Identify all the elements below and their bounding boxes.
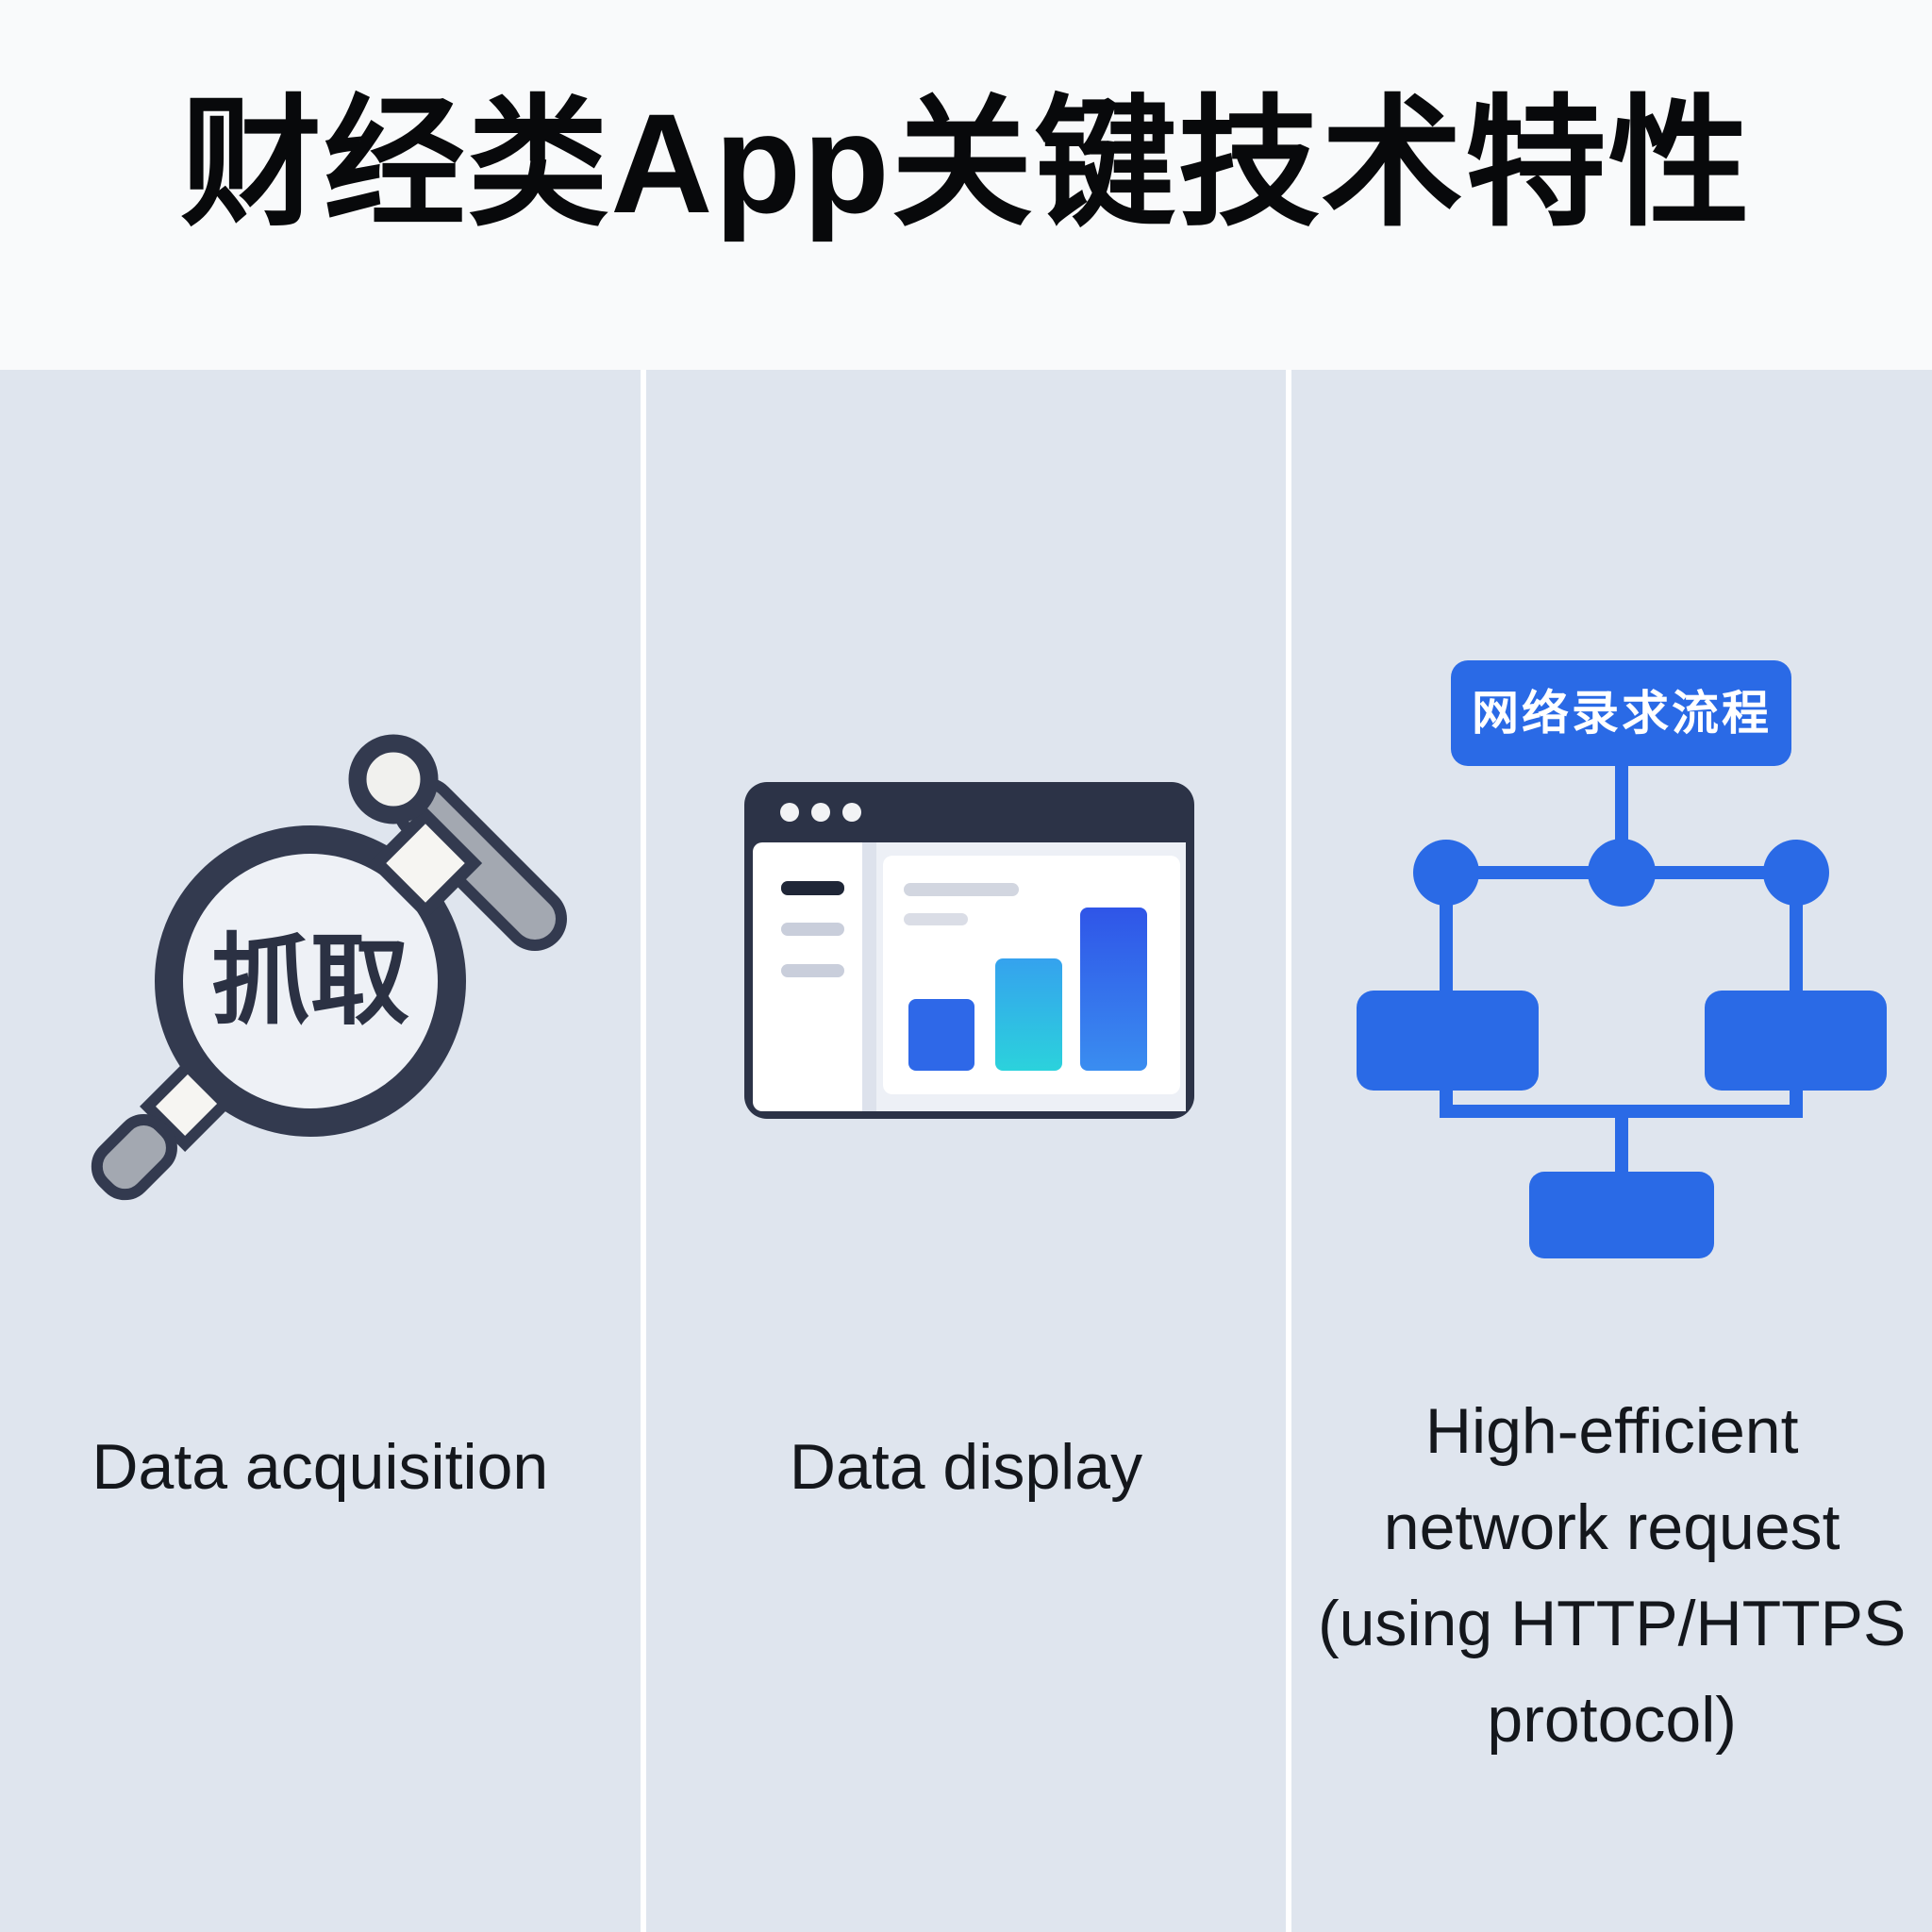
browser-chart-icon	[744, 782, 1194, 1119]
flow-box-left	[1356, 991, 1539, 1091]
sidebar-bar	[781, 964, 844, 977]
label-line-4: protocol)	[1487, 1684, 1737, 1756]
window-dot	[780, 803, 799, 822]
flow-box-right	[1704, 991, 1887, 1091]
magnifier-lens	[155, 825, 467, 1137]
chart-bar-small	[908, 999, 974, 1071]
flow-node-circle-center	[1587, 839, 1656, 907]
chart-bar-large	[1080, 908, 1147, 1071]
sidebar-bars	[781, 881, 844, 977]
handle-diamond-joint	[369, 806, 483, 921]
flow-connector-join-horizontal	[1439, 1105, 1803, 1118]
column-network-request: 网络录求流程 High-efficient network request (u…	[1291, 370, 1932, 1932]
column-data-display: Data display	[645, 370, 1287, 1932]
label-line-2: network request	[1383, 1491, 1840, 1563]
label-line-3: (using HTTP/HTTPS	[1317, 1588, 1907, 1659]
handle-ring-loop	[348, 734, 439, 824]
sidebar-bar	[781, 923, 844, 936]
crawl-text: 抓取	[211, 926, 409, 1037]
window-dots	[780, 803, 861, 822]
text-line-long	[904, 883, 1019, 896]
network-flowchart-icon: 网络录求流程	[1356, 660, 1887, 1258]
window-dot	[842, 803, 861, 822]
column-label-data-display: Data display	[789, 1431, 1143, 1503]
sidebar-bar-active	[781, 881, 844, 895]
magnifier-handle-top	[348, 734, 568, 951]
columns-container: 抓取 Data acquisition	[0, 370, 1932, 1932]
flow-connector-left-down	[1439, 873, 1453, 991]
title-band: 财经类App关键技术特性	[0, 0, 1932, 370]
flow-connector-top	[1614, 766, 1628, 843]
window-dot	[811, 803, 830, 822]
flow-connector-bottom	[1614, 1118, 1628, 1172]
label-line-1: High-efficient	[1424, 1395, 1799, 1467]
column-label-network-request: High-efficient network request (using HT…	[1291, 1383, 1932, 1768]
flow-title-text: 网络录求流程	[1472, 687, 1772, 740]
flow-connector-right-down	[1789, 873, 1803, 991]
column-data-acquisition: 抓取 Data acquisition	[0, 370, 641, 1932]
flow-title-box	[1450, 660, 1791, 766]
column-label-data-acquisition: Data acquisition	[92, 1431, 549, 1503]
magnifier-handle-bottom	[92, 1058, 234, 1201]
pane-divider	[862, 842, 876, 1111]
page-title: 财经类App关键技术特性	[180, 84, 1752, 242]
text-line-short	[904, 913, 968, 925]
flow-box-bottom	[1528, 1172, 1714, 1258]
magnifier-crawl-icon: 抓取	[92, 734, 568, 1201]
mini-bar-chart	[908, 908, 1147, 1071]
chart-bar-medium	[995, 958, 1062, 1071]
